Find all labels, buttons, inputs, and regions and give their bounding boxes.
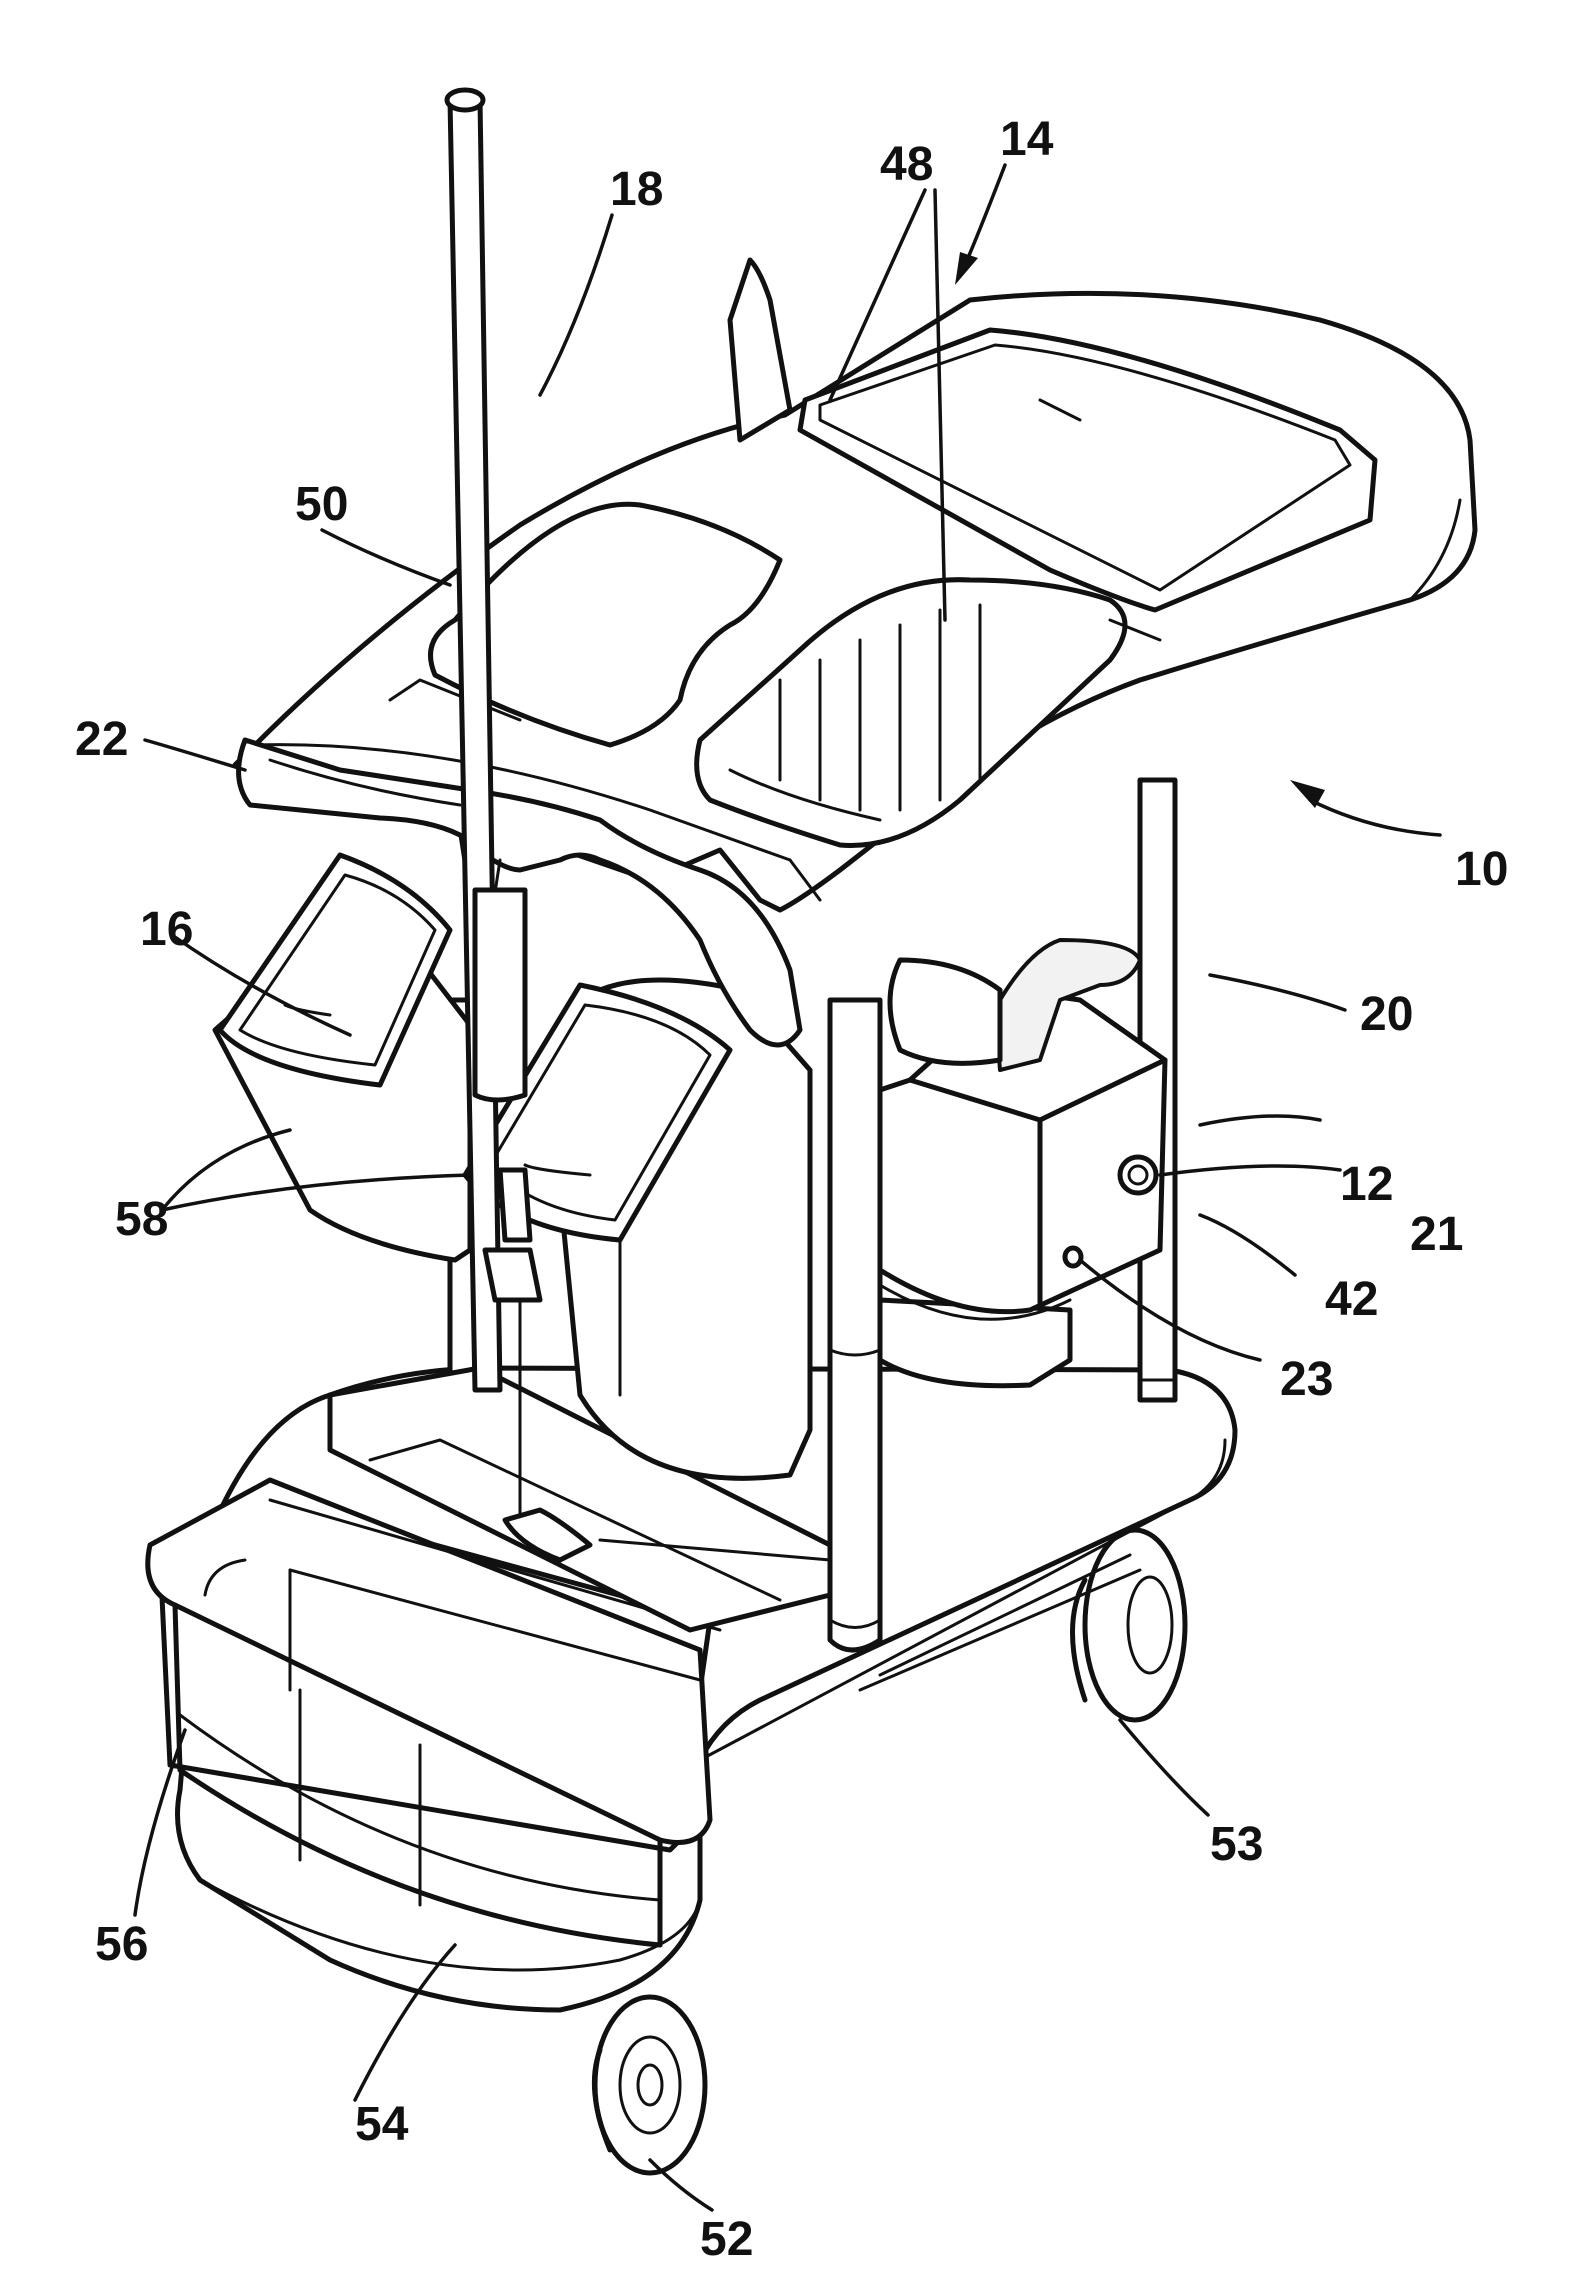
label-16: 16	[140, 903, 193, 956]
label-22: 22	[75, 713, 128, 766]
label-14: 14	[1000, 113, 1054, 166]
label-23: 23	[1280, 1353, 1333, 1406]
label-58: 58	[115, 1193, 168, 1246]
dispenser	[880, 940, 1165, 1386]
label-48: 48	[880, 138, 933, 191]
label-20: 20	[1360, 988, 1413, 1041]
label-42: 42	[1325, 1273, 1378, 1326]
front-posts	[830, 1000, 880, 1650]
label-18: 18	[610, 163, 663, 216]
label-12: 12	[1340, 1158, 1393, 1211]
label-50: 50	[295, 478, 348, 531]
label-56: 56	[95, 1918, 148, 1971]
label-54: 54	[355, 2098, 409, 2151]
label-21: 21	[1410, 1208, 1463, 1261]
rear-wheel	[1073, 1530, 1186, 1720]
label-10: 10	[1455, 843, 1508, 896]
label-53: 53	[1210, 1818, 1263, 1871]
front-wheel	[594, 1997, 705, 2173]
label-52: 52	[700, 2213, 753, 2266]
